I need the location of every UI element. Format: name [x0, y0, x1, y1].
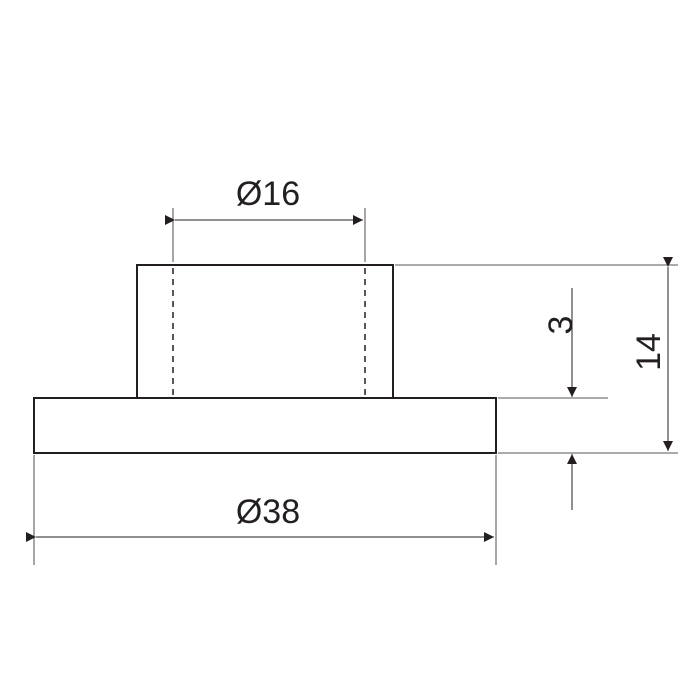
label-inner-diameter: Ø16: [236, 175, 300, 213]
hidden-bore-lines: [172, 268, 366, 395]
label-outer-diameter: Ø38: [236, 493, 300, 531]
dimension-flange-thickness: 3: [542, 288, 580, 510]
label-total-height: 14: [630, 333, 668, 371]
dimension-outer-diameter: Ø38: [26, 493, 494, 542]
part-outline: [33, 264, 497, 454]
boss-outline: [136, 264, 394, 399]
dimension-inner-diameter: Ø16: [165, 175, 363, 225]
extension-lines: [33, 208, 678, 565]
flange-outline: [33, 397, 497, 454]
label-flange-thickness: 3: [542, 316, 580, 335]
dimension-total-height: 14: [630, 257, 673, 451]
